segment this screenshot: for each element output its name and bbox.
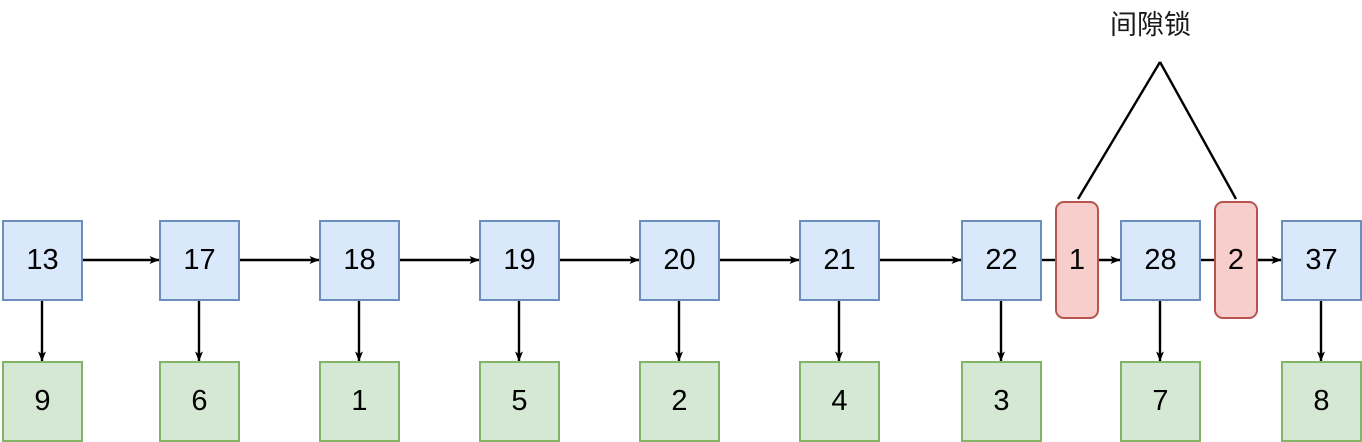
index-node-22: 22 xyxy=(961,220,1042,301)
vertical-edges xyxy=(38,301,1325,362)
gap-lock-node-2: 2 xyxy=(1214,201,1258,319)
leaf-node-label: 2 xyxy=(671,385,688,417)
annotation-leader-lines xyxy=(1076,61,1238,200)
leaf-node-8: 8 xyxy=(1281,361,1362,442)
index-node-18: 18 xyxy=(319,220,400,301)
index-node-label: 20 xyxy=(663,244,696,276)
gap-lock-node-1: 1 xyxy=(1055,201,1099,319)
leaf-node-2: 2 xyxy=(639,361,720,442)
leaf-node-1: 1 xyxy=(319,361,400,442)
index-node-label: 37 xyxy=(1305,244,1338,276)
gap-lock-node-label: 2 xyxy=(1227,243,1245,276)
leaf-node-4: 4 xyxy=(799,361,880,442)
index-node-21: 21 xyxy=(799,220,880,301)
index-node-label: 17 xyxy=(183,244,216,276)
leaf-node-7: 7 xyxy=(1120,361,1201,442)
annotation-leader-line-1 xyxy=(1158,61,1238,200)
index-node-28: 28 xyxy=(1120,220,1201,301)
index-node-13: 13 xyxy=(2,220,83,301)
leaf-node-label: 3 xyxy=(993,385,1010,417)
leaf-node-5: 5 xyxy=(479,361,560,442)
leaf-node-label: 6 xyxy=(191,385,208,417)
gap-lock-node-label: 1 xyxy=(1068,243,1086,276)
leaf-node-3: 3 xyxy=(961,361,1042,442)
leaf-node-label: 4 xyxy=(831,385,848,417)
leaf-node-label: 7 xyxy=(1152,385,1169,417)
gap-lock-annotation-label: 间隙锁 xyxy=(1110,10,1191,40)
leaf-node-6: 6 xyxy=(159,361,240,442)
index-node-label: 19 xyxy=(503,244,536,276)
index-node-17: 17 xyxy=(159,220,240,301)
index-node-37: 37 xyxy=(1281,220,1362,301)
leaf-node-9: 9 xyxy=(2,361,83,442)
leaf-node-label: 9 xyxy=(34,385,51,417)
index-node-label: 21 xyxy=(823,244,856,276)
leaf-node-label: 5 xyxy=(511,385,528,417)
index-node-label: 28 xyxy=(1144,244,1177,276)
leaf-node-label: 8 xyxy=(1313,385,1330,417)
index-node-label: 22 xyxy=(985,244,1018,276)
leaf-node-label: 1 xyxy=(351,385,368,417)
index-node-label: 13 xyxy=(26,244,59,276)
index-node-19: 19 xyxy=(479,220,560,301)
annotation-leader-line-0 xyxy=(1076,61,1162,200)
index-node-20: 20 xyxy=(639,220,720,301)
index-node-label: 18 xyxy=(343,244,376,276)
